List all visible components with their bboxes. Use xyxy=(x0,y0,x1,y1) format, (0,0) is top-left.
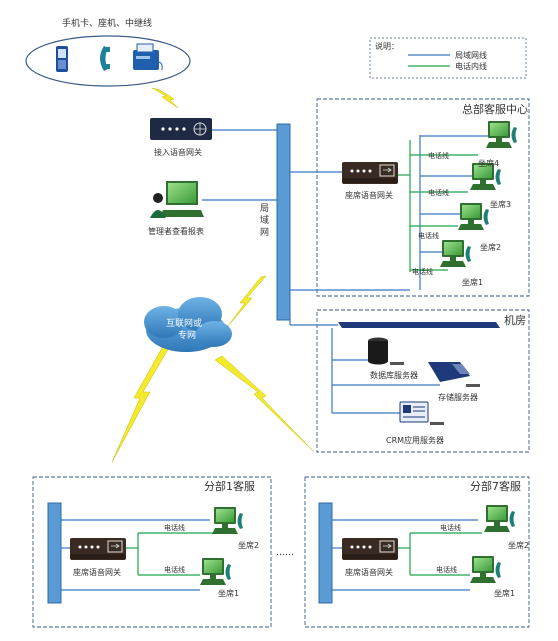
branch7-phone-line-label-2: 电话线 xyxy=(440,523,461,532)
hq-seat-4-label: 坐席4 xyxy=(478,158,499,168)
hq-seat-3-label: 坐席3 xyxy=(490,199,511,209)
crm-server-label: CRM应用服务器 xyxy=(386,435,444,445)
branch1-lan-bus xyxy=(47,502,62,604)
cloud-label-line1: 互联网或 xyxy=(166,317,202,329)
branch1-seat-1-icon xyxy=(200,558,231,585)
db-server-label: 数据库服务器 xyxy=(370,370,418,380)
hq-phone-line-label-1: 电话线 xyxy=(412,267,433,276)
manager-computer-icon xyxy=(150,181,204,218)
mobile-phone-icon xyxy=(56,46,68,72)
hq-phone-line-label-4: 电话线 xyxy=(428,151,449,160)
hq-seat-2-icon xyxy=(458,203,489,230)
branch7-seat-1-label: 坐席1 xyxy=(494,588,515,598)
legend-title: 说明： xyxy=(375,41,399,51)
cloud-label-line2: 专网 xyxy=(178,329,196,341)
device-group-title: 手机卡、座机、中继线 xyxy=(62,17,152,29)
hq-seat-4-icon xyxy=(486,121,517,148)
branch1-box xyxy=(32,476,272,628)
lan-bus xyxy=(276,123,291,321)
manager-label: 管理者查看报表 xyxy=(148,226,204,236)
machine-room-switch xyxy=(338,322,500,328)
legend-lan-label: 局域网线 xyxy=(455,50,487,60)
branch7-seat-2-icon xyxy=(484,505,515,532)
branch7-gateway-label: 座席语音网关 xyxy=(345,567,393,577)
branch1-seat-2-icon xyxy=(212,507,243,534)
storage-server-icon xyxy=(428,362,480,387)
branch1-gateway-label: 座席语音网关 xyxy=(73,567,121,577)
lan-bus-label-2: 域 xyxy=(260,214,269,226)
branch7-lan-bus xyxy=(318,502,333,604)
crm-server-icon xyxy=(399,401,444,425)
handset-icon xyxy=(100,46,110,71)
more-branches-ellipsis: …… xyxy=(276,548,294,558)
internet-cloud-icon xyxy=(144,297,232,352)
branch7-phone-line-label-1: 电话线 xyxy=(436,565,457,574)
machine-room-box xyxy=(316,309,530,453)
branch1-phone-line-label-1: 电话线 xyxy=(164,565,185,574)
branch1-seat-1-label: 坐席1 xyxy=(218,588,239,598)
machine-room-title: 机房 xyxy=(504,313,526,327)
branch1-seat-gateway xyxy=(69,537,127,561)
branch7-link-bolt xyxy=(214,355,315,453)
branch1-phone-line-label-2: 电话线 xyxy=(164,523,185,532)
branch7-seat-1-icon xyxy=(470,556,501,583)
hq-phone-line-label-2: 电话线 xyxy=(418,231,439,240)
access-gateway-label: 接入语音网关 xyxy=(154,147,202,157)
branch1-title: 分部1客服 xyxy=(204,479,255,493)
hq-title: 总部客服中心 xyxy=(462,102,528,116)
hq-gateway-label: 座席语音网关 xyxy=(345,190,393,200)
database-server-icon xyxy=(368,337,404,365)
legend-box xyxy=(369,37,527,79)
legend-phone-label: 电话内线 xyxy=(455,61,487,71)
hq-seat-1-label: 坐席1 xyxy=(462,277,483,287)
hq-seat-gateway xyxy=(341,161,399,185)
branch1-seat-2-label: 坐席2 xyxy=(238,540,259,550)
storage-server-label: 存储服务器 xyxy=(438,392,478,402)
branch7-box xyxy=(304,476,530,628)
fax-icon xyxy=(133,43,163,71)
hq-seat-2-label: 坐席2 xyxy=(480,242,501,252)
lan-bus-label-3: 网 xyxy=(260,227,269,238)
branch7-title: 分部7客服 xyxy=(470,479,521,493)
lan-bus-label-1: 局 xyxy=(260,203,269,214)
access-gateway-device xyxy=(150,118,212,140)
hq-seat-1-icon xyxy=(440,240,471,267)
hq-call-center-box xyxy=(316,98,530,297)
device-group-ellipse xyxy=(25,35,191,87)
wan-link-bolt xyxy=(227,275,267,327)
hq-phone-line-label-3: 电话线 xyxy=(428,188,449,197)
wireless-link-bolt xyxy=(151,87,179,109)
branch7-seat-2-label: 坐席2 xyxy=(508,540,529,550)
branch7-seat-gateway xyxy=(341,537,399,561)
branch1-link-bolt xyxy=(111,345,171,463)
